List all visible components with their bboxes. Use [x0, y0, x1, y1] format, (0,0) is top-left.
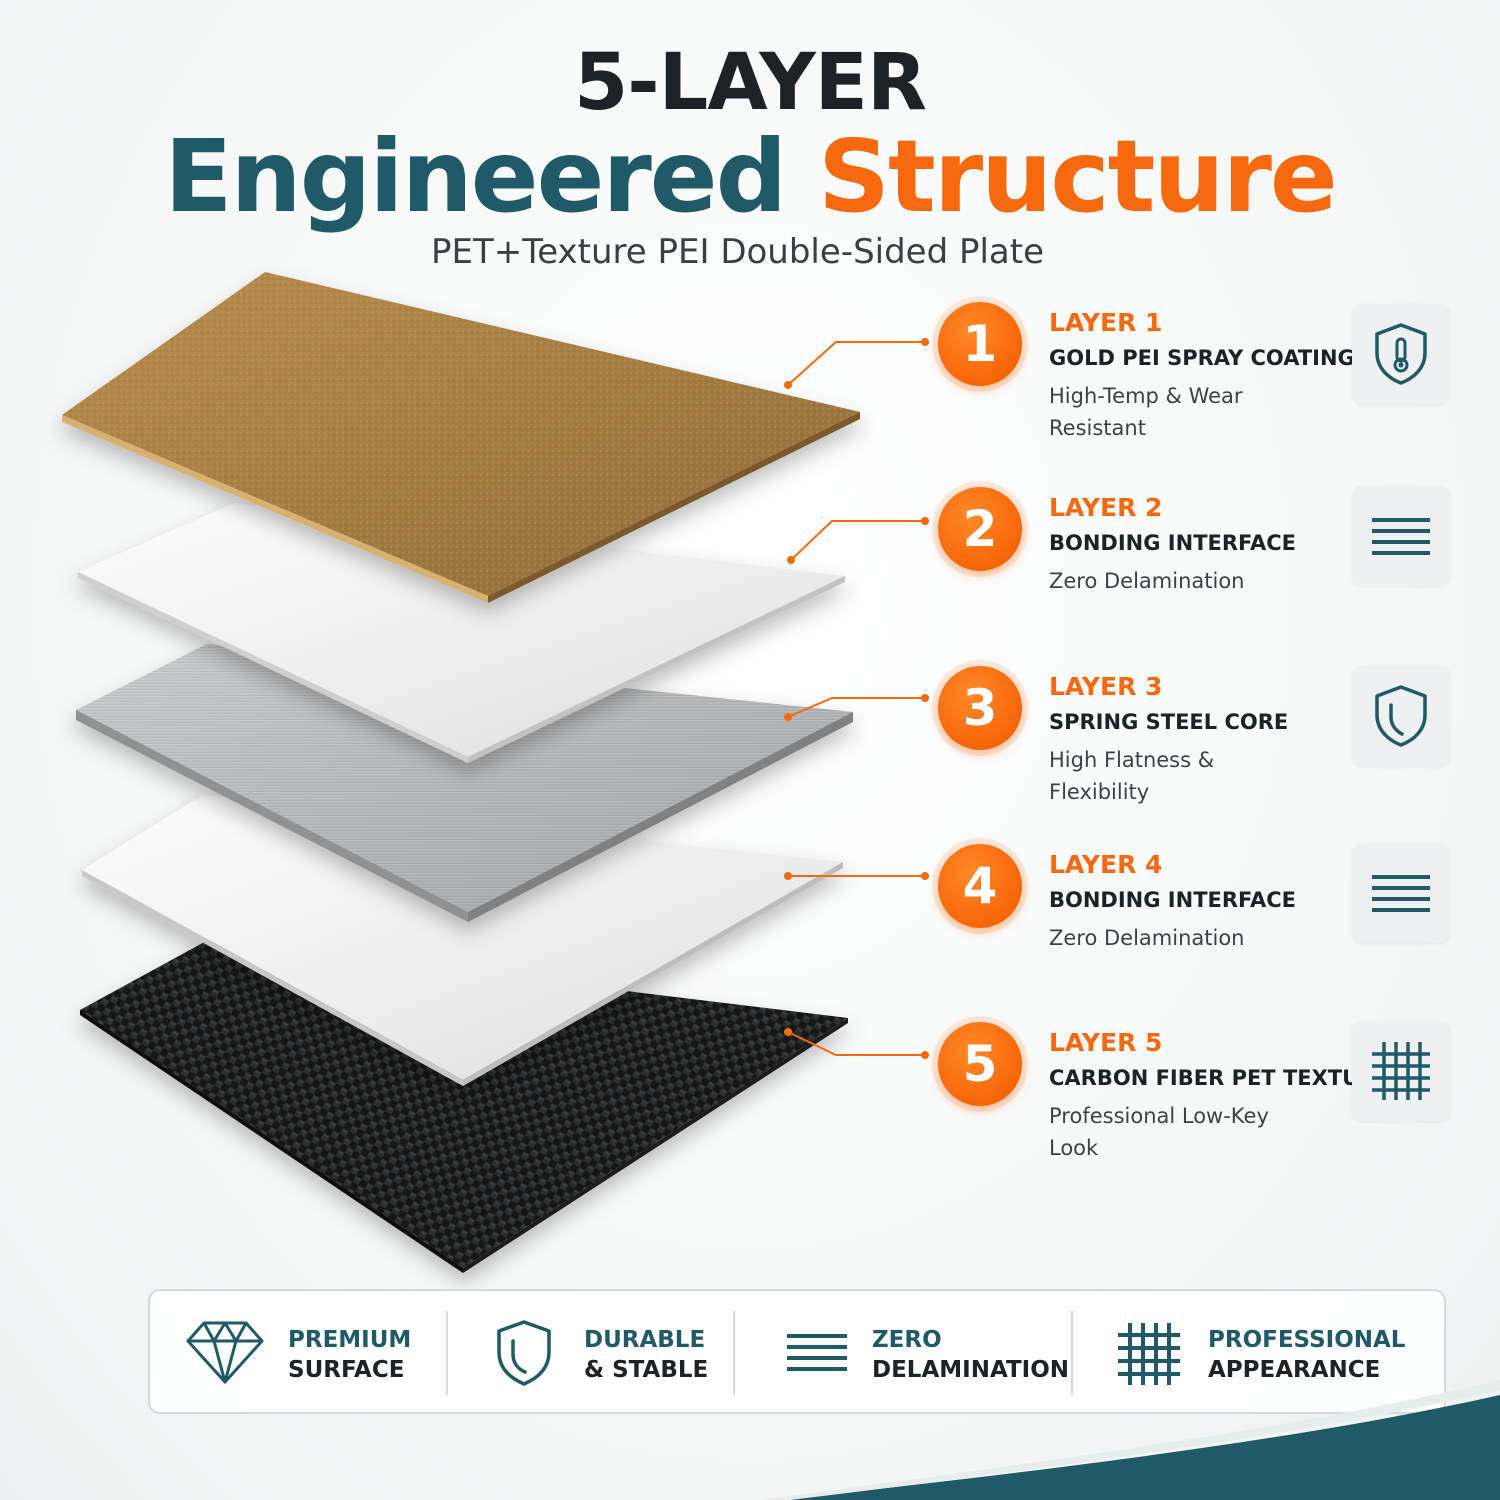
layer-description: Professional Low-Key Look [1049, 1104, 1269, 1160]
layer-callout-3: 3 LAYER 3 SPRING STEEL CORE High Flatnes… [938, 666, 1458, 806]
grid-mesh-icon [1352, 1021, 1450, 1121]
feature-divider [733, 1311, 735, 1395]
layer-number-badge: 2 [938, 487, 1022, 571]
stacked-lines-icon [786, 1333, 848, 1378]
feature-summary-bar: PREMIUM SURFACE DURABLE & STABLE ZERO DE… [148, 1289, 1446, 1414]
stacked-lines-icon [1352, 486, 1450, 586]
feature-durable-stable: DURABLE & STABLE [494, 1291, 734, 1412]
leader-dots [784, 338, 929, 1059]
layer-title: LAYER 4 [1049, 850, 1163, 879]
feature-line-2: APPEARANCE [1208, 1357, 1381, 1383]
layer-title: LAYER 3 [1049, 672, 1163, 701]
feature-line-1: DURABLE [584, 1327, 706, 1353]
leader-lines [787, 341, 925, 1056]
feature-line-2: SURFACE [288, 1357, 405, 1383]
plate-gold-pei [62, 272, 860, 603]
layer-description: Zero Delamination [1049, 569, 1245, 593]
feature-line-1: PROFESSIONAL [1208, 1327, 1406, 1353]
headline-engineered: Engineered [164, 118, 787, 235]
layer-title: LAYER 5 [1049, 1028, 1163, 1057]
layer-callout-1: 1 LAYER 1 GOLD PEI SPRAY COATING High-Te… [938, 302, 1458, 442]
feature-divider [1071, 1311, 1073, 1395]
layer-title: LAYER 1 [1049, 308, 1163, 337]
layer-description: High-Temp & Wear Resistant [1049, 384, 1243, 440]
diamond-icon [186, 1319, 264, 1390]
feature-divider [446, 1311, 448, 1395]
shield-icon [494, 1319, 554, 1392]
feature-line-2: & STABLE [584, 1357, 709, 1383]
headline-structure: Structure [818, 118, 1338, 235]
layer-description: High Flatness & Flexibility [1049, 748, 1215, 804]
plate-bonding-lower [82, 795, 843, 1086]
layer-number-badge: 4 [938, 844, 1022, 928]
layer-stack-illustration [62, 272, 929, 1273]
layer-callout-4: 4 LAYER 4 BONDING INTERFACE Zero Delamin… [938, 844, 1458, 984]
layer-callout-2: 2 LAYER 2 BONDING INTERFACE Zero Delamin… [938, 487, 1458, 627]
feature-line-1: ZERO [872, 1327, 942, 1353]
feature-professional-appearance: PROFESSIONAL APPEARANCE [1116, 1291, 1436, 1412]
stacked-lines-icon [1352, 843, 1450, 943]
layer-number-badge: 5 [938, 1022, 1022, 1106]
feature-premium-surface: PREMIUM SURFACE [186, 1291, 446, 1412]
layer-name: BONDING INTERFACE [1049, 888, 1296, 912]
plate-bonding-upper [78, 503, 845, 763]
layer-name: BONDING INTERFACE [1049, 531, 1296, 555]
shield-thermometer-icon [1352, 304, 1450, 404]
shield-icon [1352, 666, 1450, 766]
grid-mesh-icon [1116, 1321, 1182, 1392]
layer-name: GOLD PEI SPRAY COATING [1049, 346, 1355, 370]
headline-main: Engineered Structure [0, 118, 1500, 235]
feature-zero-delamination: ZERO DELAMINATION [786, 1291, 1076, 1412]
feature-line-2: DELAMINATION [872, 1357, 1070, 1383]
layer-callout-5: 5 LAYER 5 CARBON FIBER PET TEXTURE Profe… [938, 1022, 1458, 1162]
layer-description: Zero Delamination [1049, 926, 1245, 950]
product-subtitle: PET+Texture PEI Double-Sided Plate [430, 232, 1045, 272]
plate-carbon-fiber [80, 940, 848, 1273]
layer-number-badge: 1 [938, 302, 1022, 386]
headline-layer-count: 5-LAYER [573, 38, 927, 128]
plate-spring-steel [76, 644, 853, 922]
layer-title: LAYER 2 [1049, 493, 1163, 522]
layer-name: CARBON FIBER PET TEXTURE [1049, 1066, 1390, 1090]
layer-number-badge: 3 [938, 666, 1022, 750]
layer-name: SPRING STEEL CORE [1049, 710, 1289, 734]
feature-line-1: PREMIUM [288, 1327, 412, 1353]
